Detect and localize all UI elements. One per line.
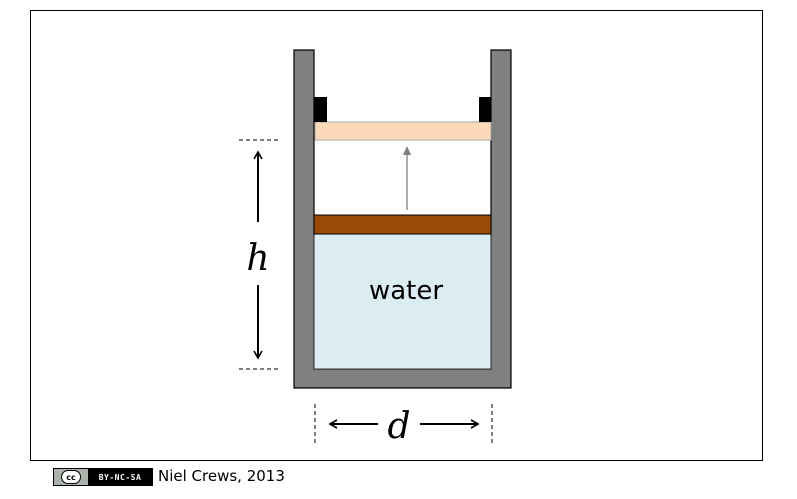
stopper-right: [479, 97, 491, 122]
piston-final: [314, 121, 492, 141]
water-label: water: [369, 276, 443, 306]
cc-logo-section: cc: [54, 469, 88, 485]
diameter-label: d: [387, 406, 410, 447]
height-label: h: [246, 238, 269, 279]
water-region: [313, 233, 492, 370]
author-credit: Niel Crews, 2013: [158, 467, 285, 485]
piston-initial: [313, 214, 492, 235]
cc-icon: cc: [61, 470, 81, 484]
cc-license-badge[interactable]: cc BY-NC-SA: [53, 468, 153, 486]
stopper-left: [314, 97, 327, 122]
license-terms: BY-NC-SA: [98, 472, 142, 482]
diagram-frame: [30, 10, 763, 461]
cylinder-wall: [293, 49, 512, 389]
